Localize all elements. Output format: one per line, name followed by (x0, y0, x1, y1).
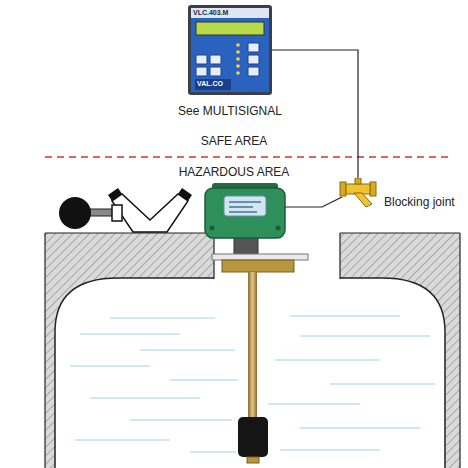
pump-flange (178, 188, 192, 201)
housing-bolt (276, 226, 281, 231)
signal-wire (283, 197, 342, 207)
probe-rod (248, 272, 257, 420)
blocking-joint-outline (338, 178, 378, 208)
transmitter-plate (224, 196, 266, 216)
keypad-button (248, 67, 259, 76)
keypad-button (210, 55, 221, 64)
end-stop (247, 457, 259, 463)
keypad-button (248, 55, 259, 64)
status-led (236, 50, 240, 54)
float (238, 417, 268, 457)
lcd-display (196, 22, 264, 35)
area-label: HAZARDOUS AREA (84, 166, 384, 180)
housing-bolt (210, 226, 215, 231)
keypad-button (196, 67, 207, 76)
device-frame (188, 5, 272, 95)
joint-end (340, 182, 346, 196)
joint-branch (354, 193, 372, 207)
keypad-button (210, 67, 221, 76)
status-led (236, 64, 240, 68)
keypad-button (196, 55, 207, 64)
pump-motor (59, 197, 91, 229)
device-face (191, 8, 269, 92)
status-led (236, 71, 240, 75)
transmitter-housing (205, 188, 285, 238)
blocking-joint: Blocking joint (338, 178, 378, 208)
keypad-button (248, 43, 259, 52)
model-label: VLC.403.M (193, 9, 263, 17)
plate-marking (229, 206, 253, 208)
plate-marking (229, 211, 257, 213)
opening-wall (339, 233, 340, 279)
brand-plate (195, 79, 231, 90)
pump-inlet (112, 205, 122, 221)
joint-end (370, 182, 376, 196)
mounting-plate (212, 254, 308, 260)
pump-body (112, 194, 188, 232)
flange (222, 260, 294, 272)
status-led (236, 43, 240, 47)
brand-label: VAL.CO (197, 80, 231, 88)
area-label: SAFE AREA (84, 135, 384, 149)
plate-marking (229, 201, 261, 203)
soil-edge (44, 233, 45, 468)
ground-line (340, 232, 460, 233)
status-led (236, 57, 240, 61)
signal-cable (272, 50, 358, 178)
pump-shaft (90, 209, 114, 216)
controller-unit: VLC.403.MVAL.COSee MULTISIGNAL (188, 5, 272, 95)
reference-note: See MULTISIGNAL (150, 105, 310, 119)
transmitter-neck (234, 236, 258, 256)
soil-edge (459, 233, 460, 468)
component-label: Blocking joint (384, 196, 468, 210)
pump-flange (108, 188, 122, 201)
device-label-strip (191, 8, 269, 18)
joint-inlet (355, 178, 361, 184)
area-boundary (45, 156, 452, 158)
ground-line (45, 232, 214, 233)
